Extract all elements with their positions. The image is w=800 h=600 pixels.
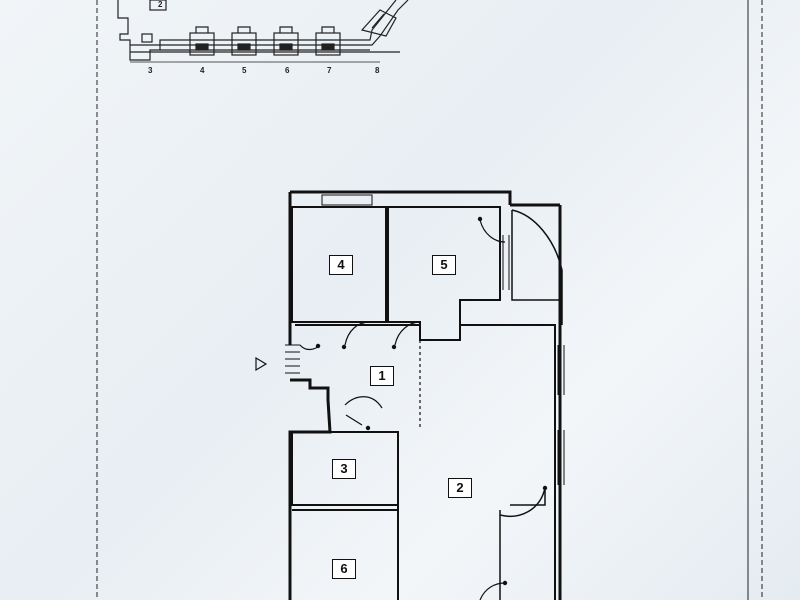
sheet-border bbox=[96, 0, 763, 600]
axis-label-6: 6 bbox=[285, 66, 290, 75]
site-corner-mark: 2 bbox=[158, 0, 163, 9]
room-label-5: 5 bbox=[432, 255, 456, 275]
axis-label-5: 5 bbox=[242, 66, 247, 75]
site-units bbox=[189, 26, 341, 56]
room-label-1: 1 bbox=[370, 366, 394, 386]
door-hinges bbox=[315, 216, 548, 586]
room-label-4: 4 bbox=[329, 255, 353, 275]
axis-label-7: 7 bbox=[327, 66, 332, 75]
room-label-2: 2 bbox=[448, 478, 472, 498]
axis-label-8: 8 bbox=[375, 66, 380, 75]
window-marks bbox=[502, 235, 565, 485]
site-plan bbox=[117, 0, 409, 63]
entry-stairs bbox=[255, 344, 300, 374]
door-swings bbox=[299, 219, 506, 600]
axis-label-3: 3 bbox=[148, 66, 153, 75]
room-label-3: 3 bbox=[332, 459, 356, 479]
floor-plan bbox=[255, 190, 565, 600]
axis-label-4: 4 bbox=[200, 66, 205, 75]
room-label-6: 6 bbox=[332, 559, 356, 579]
